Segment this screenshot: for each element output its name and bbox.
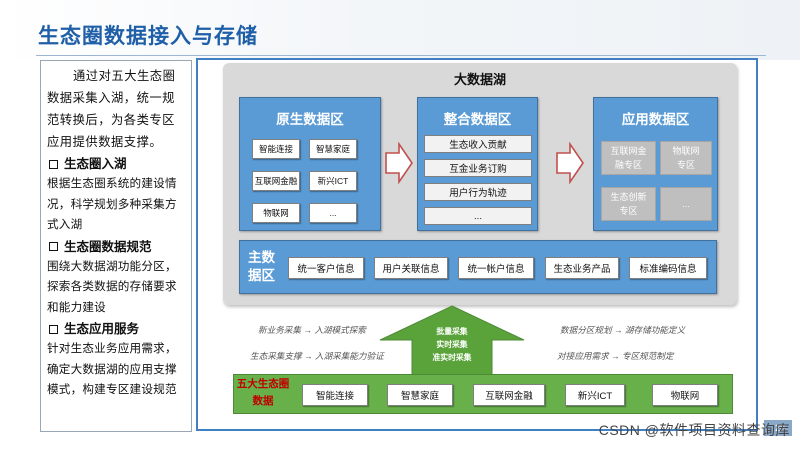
integrated-data-zone-title: 整合数据区 xyxy=(443,112,512,127)
application-zone-item: ... xyxy=(660,187,712,221)
side-annotation: 新业务采集 → 入湖模式探索 xyxy=(258,325,366,335)
integrated-zone-item: 用户行为轨迹 xyxy=(424,183,532,201)
section-heading-ingest: 生态圈入湖 xyxy=(47,154,185,174)
integrated-zone-item: 生态收入贡献 xyxy=(424,135,532,153)
section-heading-standards: 生态圈数据规范 xyxy=(47,237,185,257)
application-zone-item: 物联网专区 xyxy=(660,141,712,175)
raw-zone-item: 物联网 xyxy=(252,203,300,223)
raw-zone-item: 新兴ICT xyxy=(309,171,357,191)
section-body-services: 针对生态业务应用需求，确定大数据湖的应用支撑模式，构建专区建设规范 xyxy=(47,342,177,396)
raw-data-zone-title: 原生数据区 xyxy=(276,112,344,127)
ecosystem-sources-title: 五大生态圈数据 xyxy=(236,378,290,407)
section-heading-text: 生态圈数据规范 xyxy=(64,239,152,254)
section-body-ingest: 根据生态圈系统的建设情况，科学规划多种采集方式入湖 xyxy=(47,177,177,231)
source-item: 物联网 xyxy=(652,384,718,406)
master-zone-item: 标准编码信息 xyxy=(629,257,707,279)
master-zone-item: 生态业务产品 xyxy=(545,257,619,279)
section-body-standards: 围绕大数据湖功能分区，探索各类数据的存储要求和能力建设 xyxy=(47,259,177,314)
watermark: CSDN @软件项目资料查询库 xyxy=(598,422,790,438)
page-number-badge xyxy=(764,420,792,436)
side-annotation: 对接应用需求 → 专区规范制定 xyxy=(557,351,674,361)
source-item: 互联网金融 xyxy=(473,384,545,406)
raw-zone-item: ... xyxy=(309,203,357,223)
section-heading-services: 生态应用服务 xyxy=(47,319,185,339)
source-item: 智能连接 xyxy=(302,384,368,406)
checkbox-bullet-icon xyxy=(49,324,58,334)
checkbox-bullet-icon xyxy=(49,242,58,251)
intro-text: 通过对五大生态圈数据采集入湖，统一规范转换后，为各类专区应用提供数据支撑。 xyxy=(47,69,176,149)
application-zone-item: 互联网金融专区 xyxy=(601,141,656,175)
source-item: 智慧家庭 xyxy=(387,384,453,406)
integrated-zone-item: ... xyxy=(424,207,532,225)
application-data-zone: 应用数据区 互联网金融专区 物联网专区 生态创新专区 ... xyxy=(593,97,718,231)
section-heading-text: 生态圈入湖 xyxy=(64,157,127,171)
side-annotation: 生态采集支撑 → 入湖采集能力验证 xyxy=(250,351,384,361)
master-zone-item: 统一客户信息 xyxy=(288,257,364,279)
application-zone-item: 生态创新专区 xyxy=(601,187,656,221)
ingest-method: 批量采集 xyxy=(436,327,468,336)
raw-zone-item: 智能连接 xyxy=(252,139,300,159)
page-number: 28 xyxy=(775,423,786,433)
description-panel: 通过对五大生态圈数据采集入湖，统一规范转换后，为各类专区应用提供数据支撑。 生态… xyxy=(40,60,192,432)
integrated-data-zone: 整合数据区 生态收入贡献 互金业务订购 用户行为轨迹 ... xyxy=(417,97,538,231)
section-heading-text: 生态应用服务 xyxy=(64,322,140,336)
flow-arrow-icon xyxy=(385,142,413,184)
ingest-method: 实时采集 xyxy=(436,340,468,349)
master-zone-item: 统一帐户信息 xyxy=(458,257,534,279)
raw-data-zone: 原生数据区 智能连接 智慧家庭 互联网金融 新兴ICT 物联网 ... xyxy=(239,97,381,231)
flow-arrow-icon xyxy=(556,142,584,184)
side-annotation: 数据分区规划 → 湖存储功能定义 xyxy=(560,325,686,335)
integrated-zone-item: 互金业务订购 xyxy=(424,159,532,177)
page-title: 生态圈数据接入与存储 xyxy=(38,25,258,48)
master-data-zone: 主数据区 统一客户信息 用户关联信息 统一帐户信息 生态业务产品 标准编码信息 xyxy=(239,240,717,294)
header-background xyxy=(0,0,800,60)
raw-zone-item: 智慧家庭 xyxy=(309,139,357,159)
ingest-method: 准实时采集 xyxy=(432,353,472,362)
source-item: 新兴ICT xyxy=(565,384,625,406)
diagram-frame xyxy=(196,58,758,431)
checkbox-bullet-icon xyxy=(49,159,58,169)
application-data-zone-title: 应用数据区 xyxy=(621,112,690,127)
master-zone-item: 用户关联信息 xyxy=(374,257,448,279)
raw-zone-item: 互联网金融 xyxy=(252,171,300,191)
title-divider xyxy=(36,55,766,56)
data-lake-title: 大数据湖 xyxy=(453,72,506,87)
master-data-zone-title: 主数据区 xyxy=(248,250,275,283)
